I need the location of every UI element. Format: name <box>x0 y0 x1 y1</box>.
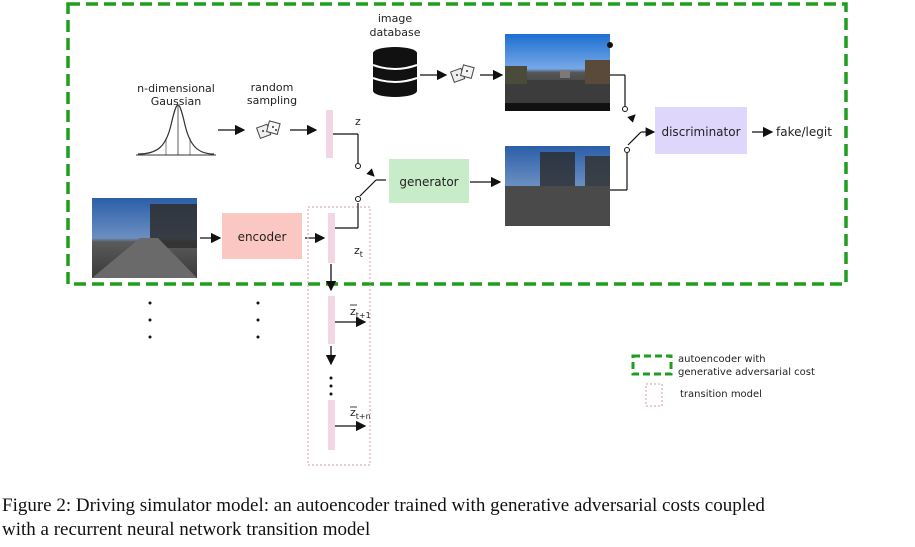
z-label: z <box>355 115 361 128</box>
zt-label: zt <box>354 244 363 259</box>
legend-transition-swatch <box>645 383 663 407</box>
generated-road-image <box>505 146 610 226</box>
sampling-label-line2: sampling <box>247 94 297 107</box>
legend-transition-label: transition model <box>680 389 762 400</box>
legend-autoencoder-swatch <box>631 354 673 376</box>
discriminator-label: discriminator <box>661 125 740 139</box>
zt-vector-bar <box>328 213 335 263</box>
generator-label: generator <box>399 175 458 189</box>
ztn-vector-bar <box>328 400 335 450</box>
output-label: fake/legit <box>776 125 832 139</box>
gaussian-curve <box>136 104 216 156</box>
caption-line-2: with a recurrent neural network transiti… <box>2 519 371 540</box>
input-road-image <box>92 198 197 278</box>
discriminator-box <box>655 107 747 154</box>
zt1-label: zt+1 <box>350 305 371 320</box>
legend-autoencoder-line2: generative adversarial cost <box>678 367 815 378</box>
diagram-canvas: n-dimensional Gaussian random sampling z… <box>66 2 848 466</box>
z-vector-bar <box>326 110 333 158</box>
encoder-box <box>222 213 302 259</box>
encoder-label: encoder <box>238 230 287 244</box>
generator-box <box>389 159 469 203</box>
dice-icon-2 <box>449 64 475 83</box>
gaussian-label-line1: n-dimensional <box>137 82 215 95</box>
sampling-label-line1: random <box>251 81 294 94</box>
legend-autoencoder-line1: autoencoder with <box>678 354 766 365</box>
ellipsis-dots-left <box>148 301 260 339</box>
ellipsis-dots-transition <box>329 376 333 396</box>
real-road-image <box>505 34 610 111</box>
figure-caption: Figure 2: Driving simulator model: an au… <box>2 494 914 542</box>
database-label-line1: image <box>378 12 412 25</box>
caption-line-1: Figure 2: Driving simulator model: an au… <box>2 495 765 516</box>
database-icon <box>372 47 418 97</box>
dice-icon <box>255 120 281 139</box>
gaussian-label-line2: Gaussian <box>151 95 201 108</box>
ztn-label: zt+n <box>350 406 371 421</box>
autoencoder-dashed-box <box>66 2 848 286</box>
zt1-vector-bar <box>328 296 335 344</box>
database-label-line2: database <box>370 26 421 39</box>
